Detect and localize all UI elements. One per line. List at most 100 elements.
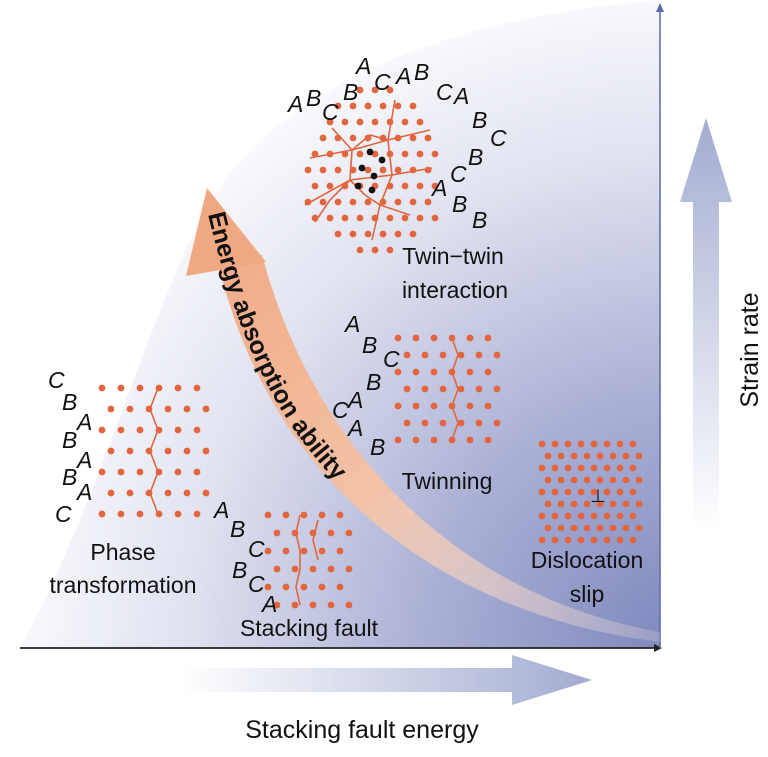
atom (603, 536, 611, 544)
atom (421, 351, 429, 359)
atom (394, 402, 402, 410)
atom (183, 447, 191, 455)
atom (300, 511, 308, 519)
atom (345, 565, 353, 573)
atom (570, 452, 578, 460)
atom (349, 198, 357, 206)
atom (412, 402, 420, 410)
phase-stacking-letter: B (62, 427, 77, 453)
atom (544, 524, 552, 532)
atom (386, 214, 394, 222)
atom (538, 464, 546, 472)
atom (136, 510, 144, 518)
atom (551, 536, 559, 544)
atom (309, 565, 317, 573)
atom (371, 246, 379, 254)
atom (318, 511, 326, 519)
twin-twin-boundary-line (309, 129, 431, 159)
atom (164, 405, 172, 413)
atom (544, 476, 552, 484)
atom (193, 384, 201, 392)
atom (341, 118, 349, 126)
atom (136, 384, 144, 392)
atom (551, 488, 559, 496)
twin-twin-stacking-letter: B (472, 207, 487, 233)
atom (409, 230, 417, 238)
atom (304, 166, 312, 174)
atom (334, 102, 342, 110)
atom (364, 198, 372, 206)
stacking-fault-stacking-letter: B (232, 557, 247, 583)
atom (98, 384, 106, 392)
twin-twin-stacking-letter: C (374, 69, 391, 95)
atom (416, 150, 424, 158)
atom (326, 182, 334, 190)
atom (493, 351, 501, 359)
atom (570, 524, 578, 532)
atom (538, 512, 546, 520)
phase-stacking-letter: B (62, 389, 77, 415)
atom (635, 524, 643, 532)
atom (107, 447, 115, 455)
phase-boundary-line (149, 387, 159, 515)
atom (394, 436, 402, 444)
phase-transformation-lattice (98, 384, 210, 518)
stacking-fault-stacking-letter: B (230, 516, 245, 542)
atom (202, 447, 210, 455)
atom (282, 583, 290, 591)
stacking-fault-label: Stacking fault (240, 615, 379, 641)
atom (430, 368, 438, 376)
twinning-stacking-letter: C (332, 397, 349, 423)
atom (484, 334, 492, 342)
atom (356, 246, 364, 254)
atom (264, 547, 272, 555)
atom (336, 547, 344, 555)
phase-stacking-letter: A (75, 479, 92, 505)
atom (394, 334, 402, 342)
atom (394, 198, 402, 206)
twin-twin-stacking-letter: B (343, 79, 358, 105)
atom (544, 452, 552, 460)
atom (193, 468, 201, 476)
atom (174, 426, 182, 434)
atom (183, 489, 191, 497)
atom (117, 384, 125, 392)
defect-atom (370, 172, 378, 180)
atom (403, 351, 411, 359)
atom (341, 214, 349, 222)
atom (609, 500, 617, 508)
atom (590, 440, 598, 448)
twin-twin-lattice (304, 86, 439, 254)
atom (318, 583, 326, 591)
atom (412, 334, 420, 342)
atom (394, 230, 402, 238)
atom (616, 464, 624, 472)
atom (439, 351, 447, 359)
atom (430, 436, 438, 444)
atom (334, 230, 342, 238)
defect-atom (366, 148, 374, 156)
atom (98, 510, 106, 518)
defect-atom (368, 186, 376, 194)
atom (570, 500, 578, 508)
atom (164, 489, 172, 497)
atom (421, 385, 429, 393)
atom (493, 385, 501, 393)
x-axis-label: Stacking fault energy (245, 716, 479, 744)
stacking-fault-stacking-letter: C (248, 571, 265, 597)
atom (174, 510, 182, 518)
twinning-stacking-letter: B (370, 434, 385, 460)
atom (202, 405, 210, 413)
atom (557, 524, 565, 532)
twin-twin-boundary-line (351, 134, 389, 151)
y-axis-label: Strain rate (736, 292, 764, 407)
atom (364, 134, 372, 142)
defect-atom (354, 182, 362, 190)
atom (577, 464, 585, 472)
atom (475, 351, 483, 359)
phase-stacking-letter: A (75, 447, 92, 473)
atom (117, 468, 125, 476)
atom (538, 440, 546, 448)
atom (484, 402, 492, 410)
